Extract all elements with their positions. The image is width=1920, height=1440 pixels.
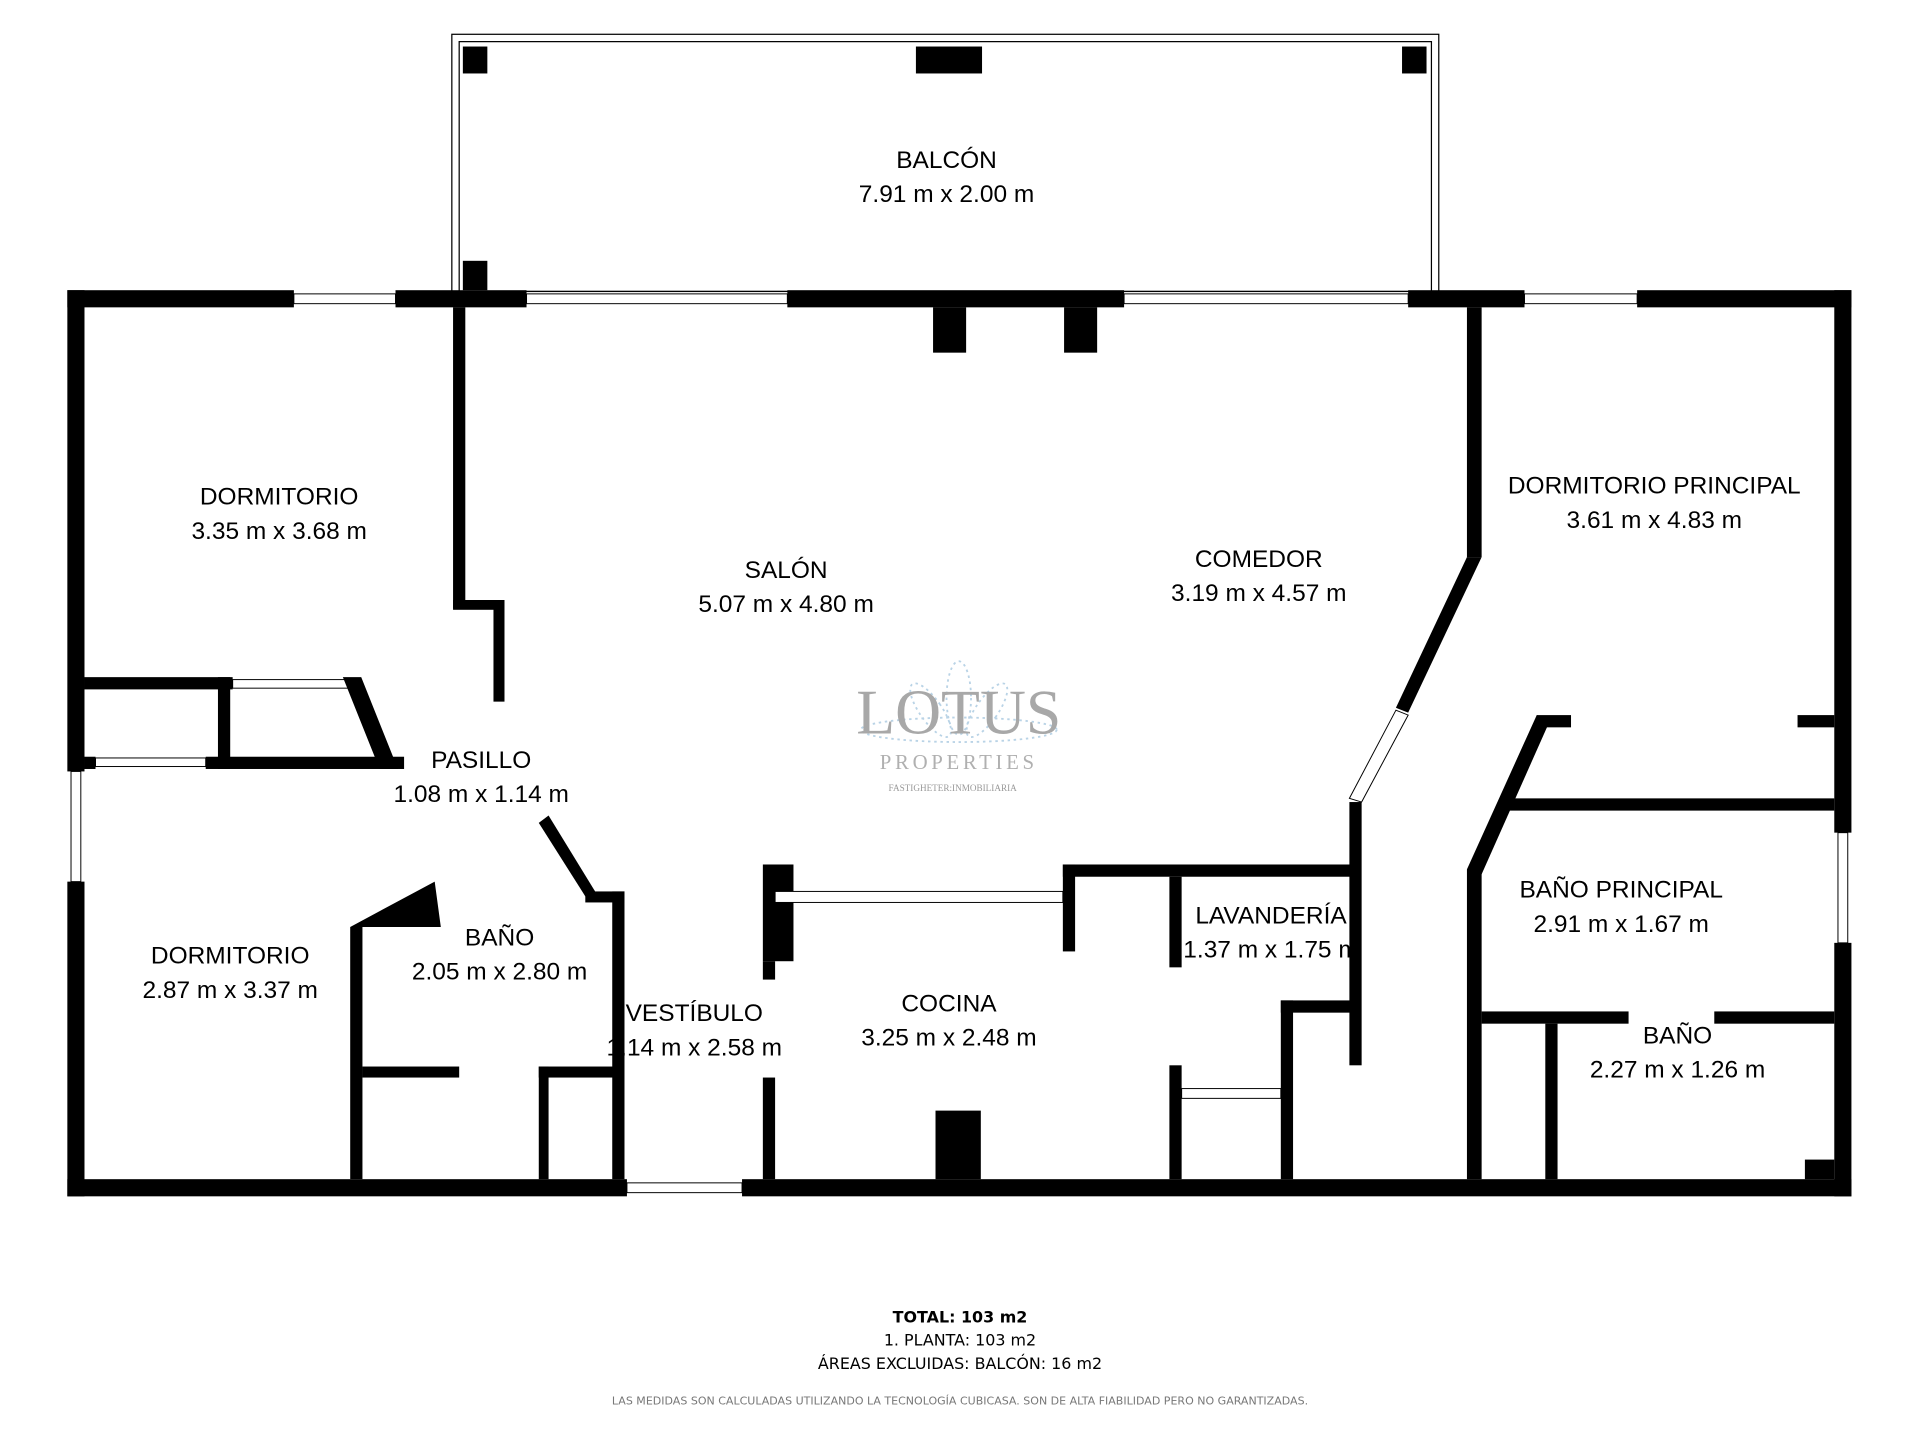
room-name: COCINA <box>901 990 997 1017</box>
room-name: PASILLO <box>431 747 531 774</box>
logo-sub: PROPERTIES <box>880 750 1038 774</box>
room-name: LAVANDERÍA <box>1195 902 1347 929</box>
room-name: BAÑO PRINCIPAL <box>1519 877 1723 904</box>
floor-area: 1. PLANTA: 103 m2 <box>884 1331 1036 1350</box>
room-bano: BAÑO 2.05 m x 2.80 m <box>412 924 587 985</box>
room-labels: BALCÓN 7.91 m x 2.00 m DORMITORIO 3.35 m x… <box>142 147 1800 1084</box>
room-name: DORMITORIO <box>151 943 310 970</box>
room-size: 2.91 m x 1.67 m <box>1533 911 1708 938</box>
room-comedor: COMEDOR 3.19 m x 4.57 m <box>1171 546 1346 607</box>
room-size: 2.27 m x 1.26 m <box>1590 1057 1765 1084</box>
room-name: DORMITORIO <box>200 483 359 510</box>
total-area: TOTAL: 103 m2 <box>893 1307 1028 1326</box>
room-salon: SALÓN 5.07 m x 4.80 m <box>698 557 873 618</box>
lotus-flower-icon <box>859 660 1058 743</box>
room-size: 5.07 m x 4.80 m <box>698 591 873 618</box>
room-cocina: COCINA 3.25 m x 2.48 m <box>861 990 1036 1051</box>
room-size: 1.37 m x 1.75 m <box>1183 937 1358 964</box>
room-name: SALÓN <box>745 557 828 584</box>
room-dormitorio-1: DORMITORIO 3.35 m x 3.68 m <box>191 483 366 544</box>
room-size: 1.14 m x 2.58 m <box>607 1035 782 1062</box>
interior-walls <box>84 307 1835 1180</box>
room-name: DORMITORIO PRINCIPAL <box>1508 472 1801 499</box>
room-name: BAÑO <box>465 924 534 951</box>
logo-name: LOTUS <box>856 676 1061 747</box>
room-vestibulo: VESTÍBULO 1.14 m x 2.58 m <box>607 1000 782 1061</box>
disclaimer: LAS MEDIDAS SON CALCULADAS UTILIZANDO LA… <box>612 1394 1308 1407</box>
room-lavanderia: LAVANDERÍA 1.37 m x 1.75 m <box>1183 902 1358 963</box>
room-bano-2: BAÑO 2.27 m x 1.26 m <box>1590 1022 1765 1083</box>
room-size: 2.87 m x 3.37 m <box>142 977 317 1004</box>
room-pasillo: PASILLO 1.08 m x 1.14 m <box>393 747 568 808</box>
room-size: 1.08 m x 1.14 m <box>393 781 568 808</box>
room-dormitorio-principal: DORMITORIO PRINCIPAL 3.61 m x 4.83 m <box>1508 472 1801 533</box>
room-name: BAÑO <box>1643 1022 1712 1049</box>
excluded-area: ÁREAS EXCLUIDAS: BALCÓN: 16 m2 <box>818 1354 1102 1373</box>
room-size: 3.35 m x 3.68 m <box>191 518 366 545</box>
area-summary: TOTAL: 103 m2 1. PLANTA: 103 m2 ÁREAS EX… <box>612 1307 1308 1407</box>
room-size: 2.05 m x 2.80 m <box>412 959 587 986</box>
exterior-walls <box>67 290 1852 1197</box>
logo-tagline: FASTIGHETER:INMOBILIARIA <box>889 783 1018 793</box>
room-bano-principal: BAÑO PRINCIPAL 2.91 m x 1.67 m <box>1519 877 1723 938</box>
room-balcon: BALCÓN 7.91 m x 2.00 m <box>859 147 1034 208</box>
room-size: 3.19 m x 4.57 m <box>1171 580 1346 607</box>
room-size: 3.25 m x 2.48 m <box>861 1025 1036 1052</box>
room-name: VESTÍBULO <box>626 1000 763 1027</box>
lotus-logo: LOTUS PROPERTIES FASTIGHETER:INMOBILIARI… <box>856 660 1061 793</box>
room-name: COMEDOR <box>1195 546 1323 573</box>
room-name: BALCÓN <box>896 147 997 174</box>
room-dormitorio-2: DORMITORIO 2.87 m x 3.37 m <box>142 943 317 1004</box>
room-size: 7.91 m x 2.00 m <box>859 181 1034 208</box>
room-size: 3.61 m x 4.83 m <box>1567 507 1742 534</box>
